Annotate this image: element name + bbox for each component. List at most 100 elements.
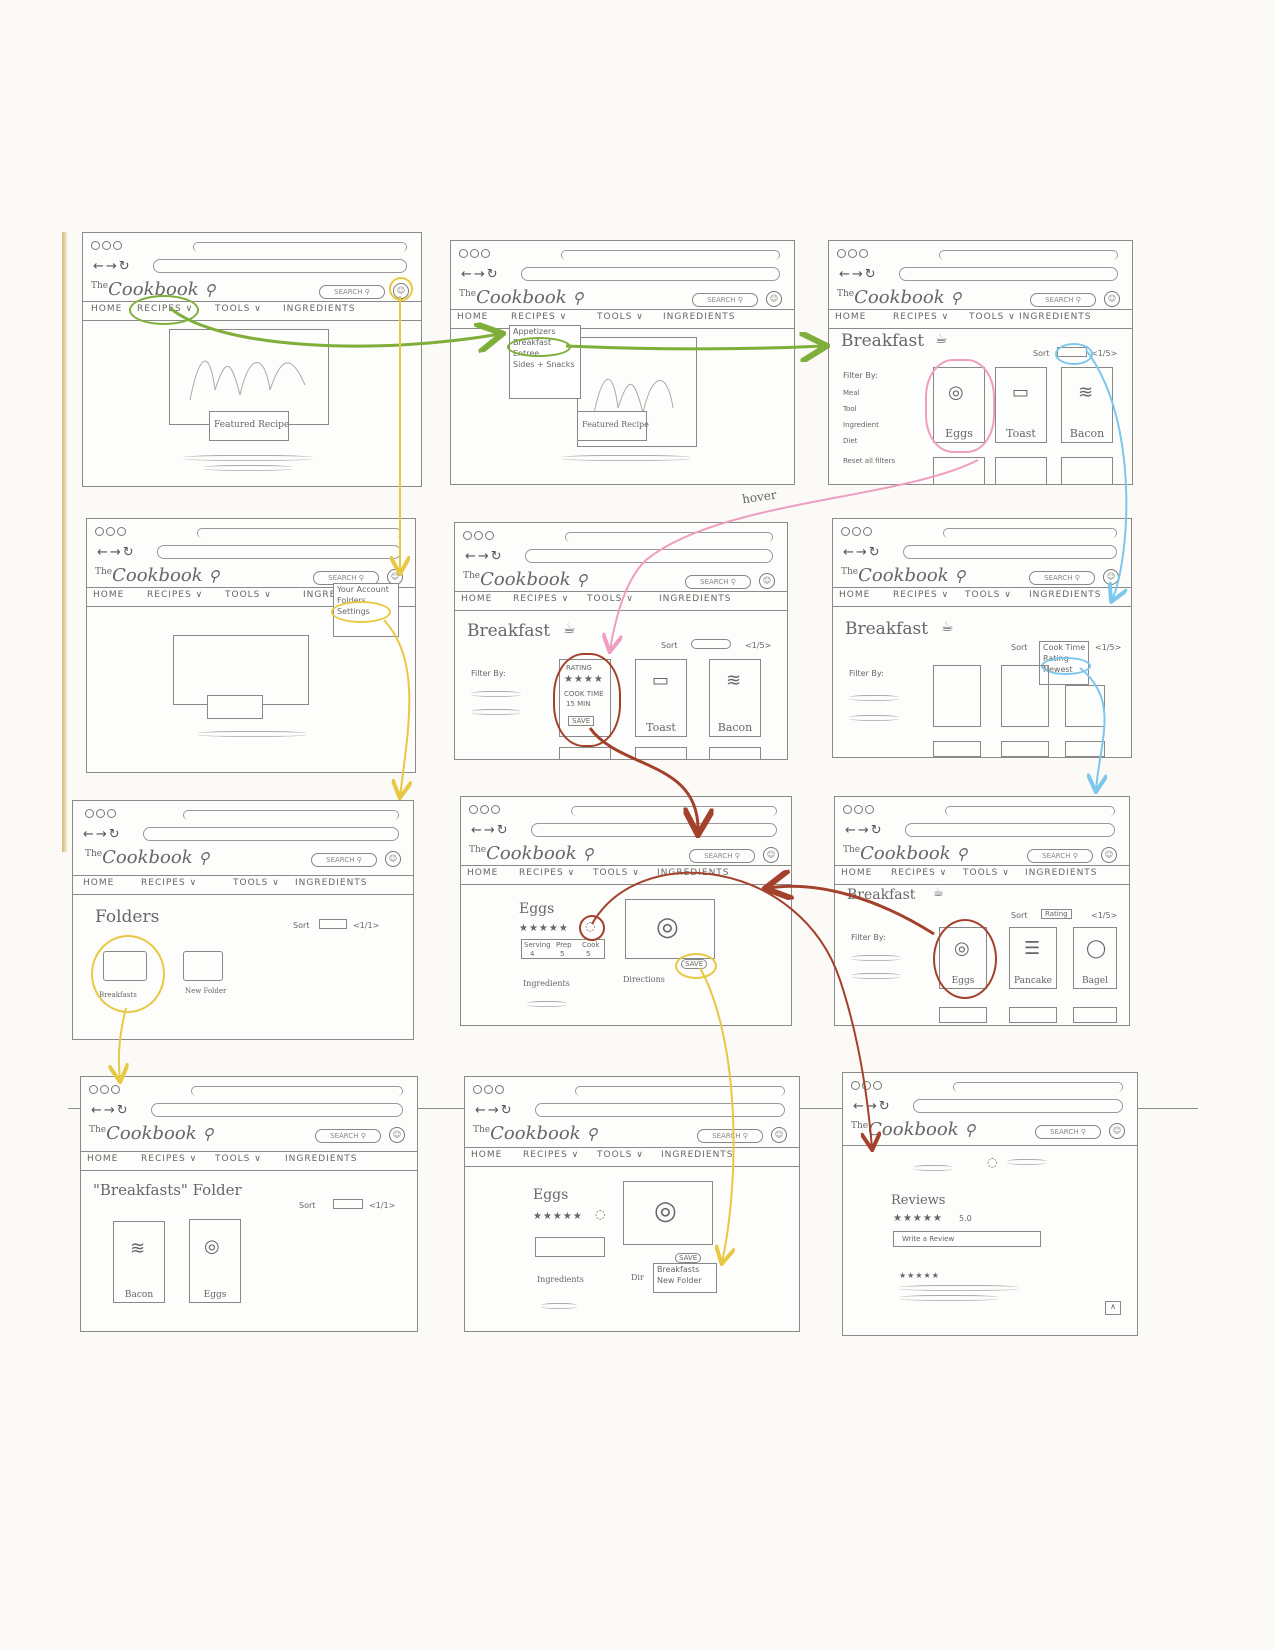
search-input[interactable]: SEARCH ⚲ [311,853,377,867]
nav-home[interactable]: HOME [93,590,125,600]
save-button[interactable]: SAVE [675,1253,702,1263]
pagination[interactable]: <1/5> [745,641,772,650]
brand-logo[interactable]: TheCookbook ⚲ [91,279,216,300]
account-icon[interactable]: ☺ [1101,847,1117,863]
nav-home[interactable]: HOME [87,1154,119,1164]
search-input[interactable]: SEARCH ⚲ [692,293,758,307]
url-bar[interactable] [521,267,780,281]
browser-nav-icon[interactable]: ←→↻ [461,267,500,282]
sort-option-cook-time[interactable]: Cook Time [1043,643,1086,652]
nav-home[interactable]: HOME [91,304,123,314]
brand-logo[interactable]: TheCookbook ⚲ [459,287,584,308]
search-input[interactable]: SEARCH ⚲ [1030,293,1096,307]
account-icon[interactable]: ☺ [1103,569,1119,585]
nav-recipes[interactable]: RECIPES ∨ [893,590,950,600]
filter-tool[interactable]: Tool [843,405,857,413]
account-icon[interactable]: ☺ [766,291,782,307]
save-option-new-folder[interactable]: New Folder [657,1276,702,1285]
sort-dropdown[interactable]: Rating [1041,909,1072,919]
nav-ingredients[interactable]: INGREDIENTS [1029,590,1102,600]
filter-ingredient[interactable]: Ingredient [843,421,879,429]
nav-tools[interactable]: TOOLS ∨ [963,868,1010,878]
nav-ingredients[interactable]: INGREDIENTS [663,312,736,322]
brand-logo[interactable]: TheCookbook ⚲ [89,1123,214,1144]
folder-icon[interactable] [183,951,223,981]
nav-home[interactable]: HOME [839,590,871,600]
search-input[interactable]: SEARCH ⚲ [685,575,751,589]
recipe-card[interactable]: ≋ Bacon [709,659,761,737]
search-input[interactable]: SEARCH ⚲ [1027,849,1093,863]
nav-ingredients[interactable]: INGREDIENTS [659,594,732,604]
url-bar[interactable] [153,259,407,273]
recipe-card[interactable]: ☰ Pancake [1009,927,1057,989]
url-bar[interactable] [905,823,1115,837]
recipe-card[interactable] [1001,665,1049,727]
url-bar[interactable] [531,823,777,837]
nav-home[interactable]: HOME [471,1150,503,1160]
brand-logo[interactable]: TheCookbook ⚲ [469,843,594,864]
pagination[interactable]: <1/1> [353,921,380,930]
recipe-card[interactable] [933,665,981,727]
browser-nav-icon[interactable]: ←→↻ [97,545,136,560]
browser-nav-icon[interactable]: ←→↻ [93,259,132,274]
nav-tools[interactable]: TOOLS ∨ [969,312,1016,322]
search-input[interactable]: SEARCH ⚲ [1029,571,1095,585]
filter-diet[interactable]: Diet [843,437,858,445]
nav-recipes[interactable]: RECIPES ∨ [511,312,568,322]
pagination[interactable]: <1/5> [1095,643,1122,652]
browser-nav-icon[interactable]: ←→↻ [475,1103,514,1118]
search-input[interactable]: SEARCH ⚲ [689,849,755,863]
url-bar[interactable] [535,1103,785,1117]
rating-stars[interactable]: ★★★★★ [533,1211,583,1222]
nav-tools[interactable]: TOOLS ∨ [233,878,280,888]
nav-ingredients[interactable]: INGREDIENTS [285,1154,358,1164]
nav-home[interactable]: HOME [457,312,489,322]
brand-logo[interactable]: TheCookbook ⚲ [843,843,968,864]
nav-recipes[interactable]: RECIPES ∨ [141,878,198,888]
brand-logo[interactable]: TheCookbook ⚲ [95,565,220,586]
menu-item-appetizers[interactable]: Appetizers [513,327,556,336]
nav-recipes[interactable]: RECIPES ∨ [893,312,950,322]
comment-icon[interactable]: ◌ [595,1207,606,1221]
save-option-breakfasts[interactable]: Breakfasts [657,1265,700,1274]
url-bar[interactable] [157,545,401,559]
account-icon[interactable]: ☺ [763,847,779,863]
featured-recipe-label[interactable] [207,695,263,719]
account-icon[interactable]: ☺ [385,851,401,867]
browser-nav-icon[interactable]: ←→↻ [853,1099,892,1114]
featured-recipe-label[interactable]: Featured Recipe [577,411,649,441]
nav-ingredients[interactable]: INGREDIENTS [661,1150,734,1160]
url-bar[interactable] [151,1103,403,1117]
sort-dropdown[interactable] [333,1199,363,1209]
account-icon[interactable]: ☺ [771,1127,787,1143]
filter-meal[interactable]: Meal [843,389,860,397]
account-icon[interactable]: ☺ [1109,1123,1125,1139]
browser-nav-icon[interactable]: ←→↻ [83,827,122,842]
menu-item-your-account[interactable]: Your Account [337,585,389,594]
nav-ingredients[interactable]: INGREDIENTS [1025,868,1098,878]
saved-recipe-card[interactable]: ≋ Bacon [113,1221,165,1303]
brand-logo[interactable]: TheCookbook ⚲ [473,1123,598,1144]
nav-recipes[interactable]: RECIPES ∨ [891,868,948,878]
pagination[interactable]: <1/5> [1091,349,1118,358]
nav-recipes[interactable]: RECIPES ∨ [147,590,204,600]
nav-ingredients[interactable]: INGREDIENTS [1019,312,1092,322]
url-bar[interactable] [899,267,1118,281]
sort-dropdown[interactable] [691,639,731,649]
brand-logo[interactable]: TheCookbook ⚲ [463,569,588,590]
nav-tools[interactable]: TOOLS ∨ [215,304,262,314]
write-review-field[interactable]: Write a Review [893,1231,1041,1247]
nav-tools[interactable]: TOOLS ∨ [215,1154,262,1164]
browser-nav-icon[interactable]: ←→↻ [91,1103,130,1118]
menu-item-sides[interactable]: Sides + Snacks [513,360,575,369]
url-bar[interactable] [903,545,1117,559]
search-input[interactable]: SEARCH ⚲ [319,285,385,299]
new-folder-label[interactable]: New Folder [185,987,227,995]
featured-recipe-label[interactable]: Featured Recipe [209,411,289,441]
nav-home[interactable]: HOME [841,868,873,878]
pagination[interactable]: <1/5> [1091,911,1118,920]
search-input[interactable]: SEARCH ⚲ [315,1129,381,1143]
nav-home[interactable]: HOME [835,312,867,322]
saved-recipe-card[interactable]: ◎ Eggs [189,1219,241,1303]
brand-logo[interactable]: TheCookbook ⚲ [851,1119,976,1140]
